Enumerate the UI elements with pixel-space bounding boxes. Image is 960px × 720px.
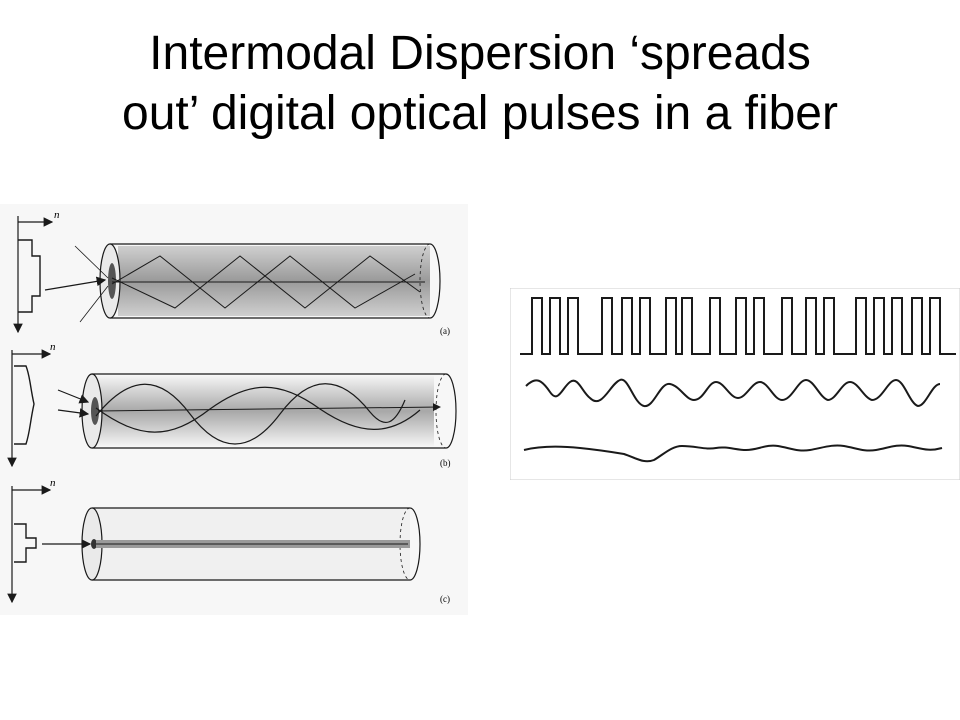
fiber-cylinder-c — [42, 507, 421, 581]
slide-title-line-2: out’ digital optical pulses in a fiber — [122, 87, 838, 140]
fiber-cylinder-a — [44, 243, 441, 323]
slide-title-line-1: Intermodal Dispersion ‘spreads — [149, 27, 811, 80]
panel-label-b: (b) — [440, 458, 451, 468]
fiber-cylinder-b — [57, 373, 457, 449]
partially-dispersed-waveform — [525, 378, 941, 408]
axis-label-n-c: n — [50, 477, 56, 489]
panel-label-c: (c) — [440, 594, 450, 604]
index-profile-b: n — [7, 341, 56, 468]
fiber-modes-figure: n (a) n — [0, 204, 468, 615]
index-profile-c: n — [7, 477, 56, 604]
index-profile-a: n — [13, 209, 60, 334]
core-a — [118, 246, 430, 316]
axis-label-n-b: n — [50, 341, 56, 353]
panel-label-a: (a) — [440, 326, 450, 336]
core-b — [96, 376, 434, 446]
axis-label-n-a: n — [54, 209, 60, 221]
digital-pulse-train — [520, 297, 956, 355]
panel-c-single-mode: n (c) — [7, 477, 450, 604]
panel-b-graded-index: n (b) — [7, 341, 457, 468]
heavily-dispersed-waveform — [523, 444, 943, 463]
pulse-dispersion-figure — [510, 288, 960, 480]
slide-title: Intermodal Dispersion ‘spreads out’ digi… — [0, 24, 960, 144]
panel-a-step-index: n (a) — [13, 209, 450, 336]
